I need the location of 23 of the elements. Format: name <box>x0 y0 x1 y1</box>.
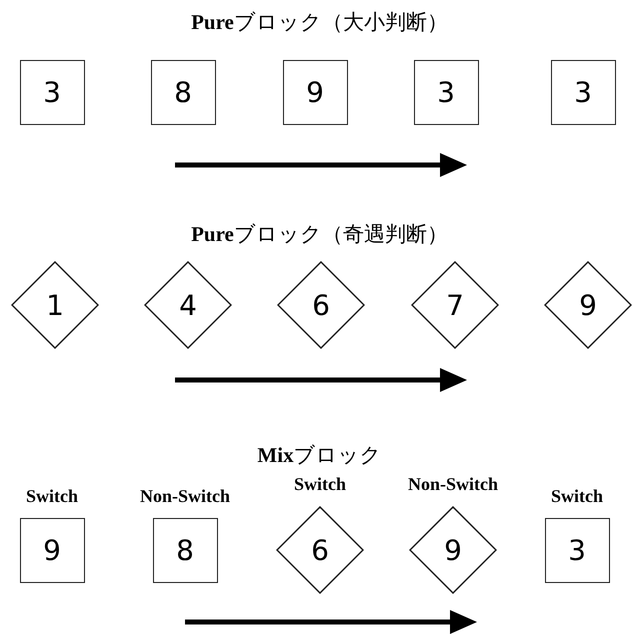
condition-label: Switch <box>550 486 603 508</box>
block-title: Pureブロック（大小判断） <box>191 10 448 34</box>
block-title: Pureブロック（奇遇判断） <box>191 222 448 246</box>
condition-label: Switch <box>26 486 78 508</box>
number-diamond: 7 <box>411 261 499 349</box>
block-title: Mixブロック <box>257 443 382 467</box>
number-box: 8 <box>150 60 216 124</box>
condition-label: Non-Switch <box>408 474 498 496</box>
number-diamond: 4 <box>144 261 232 349</box>
number-diamond: 9 <box>409 506 497 594</box>
number-box: 9 <box>20 518 84 582</box>
number-diamond: 6 <box>276 506 364 594</box>
number-box: 8 <box>152 518 218 582</box>
number-box: 3 <box>550 60 616 124</box>
condition-label: Switch <box>294 474 346 496</box>
number-diamond: 9 <box>544 261 632 349</box>
number-box: 3 <box>414 60 478 124</box>
number-diamond: 6 <box>277 261 365 349</box>
condition-label: Non-Switch <box>140 486 230 508</box>
number-box: 3 <box>20 60 84 124</box>
number-box: 9 <box>282 60 348 124</box>
number-box: 3 <box>544 518 610 582</box>
number-diamond: 1 <box>11 261 99 349</box>
